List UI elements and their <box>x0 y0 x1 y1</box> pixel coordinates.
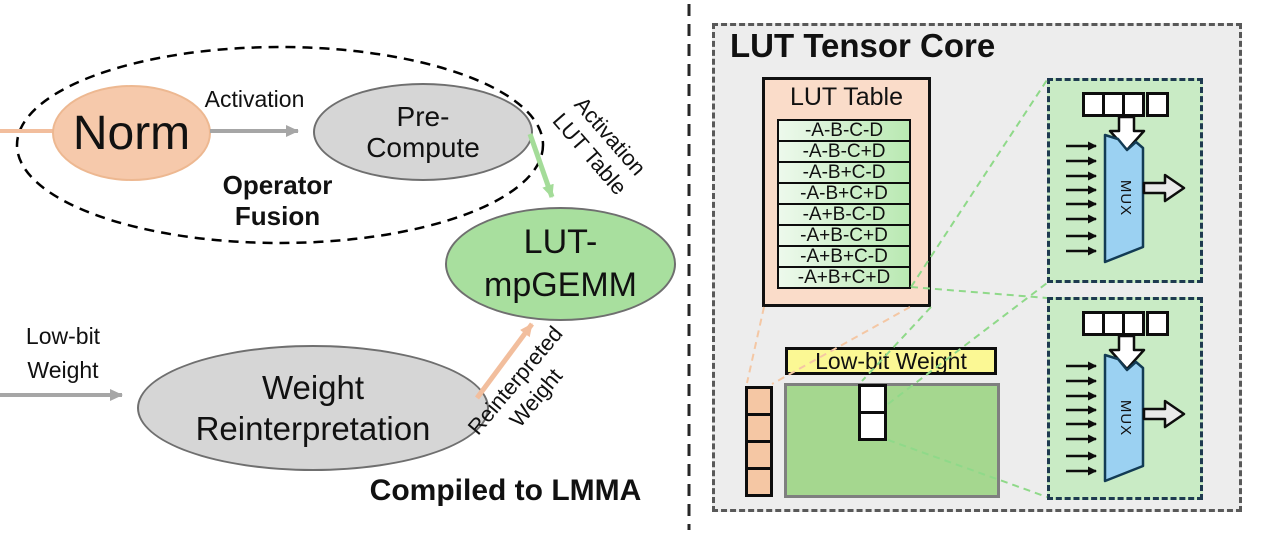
lut-table-row: -A+B-C+D <box>777 224 911 247</box>
activation-cell <box>745 413 773 443</box>
operator-fusion-label: Operator Fusion <box>195 170 360 232</box>
lut-table-row: -A+B+C+D <box>777 266 911 289</box>
low-bit-weight-line1: Low-bit <box>25 323 101 349</box>
lut-table-row: -A-B-C-D <box>777 119 911 142</box>
activation-cell <box>745 467 773 497</box>
low-bit-weight-line2: Weight <box>27 357 99 383</box>
lut-mpgemm-line2: mpGEMM <box>484 266 637 304</box>
lut-mpgemm-line1: LUT- <box>523 223 598 261</box>
norm-label: Norm <box>72 106 191 160</box>
operator-fusion-line2: Fusion <box>234 201 321 231</box>
lut-table-row: -A-B-C+D <box>777 140 911 163</box>
activation-label: Activation <box>204 86 305 112</box>
low-bit-weight-input-label: Low-bit Weight <box>8 319 118 387</box>
lut-table-rows: -A-B-C-D -A-B-C+D -A-B+C-D -A-B+C+D -A+B… <box>777 119 911 289</box>
pre-compute-line2: Compute <box>366 132 480 163</box>
pre-compute-line1: Pre- <box>396 101 450 132</box>
register-cell <box>1146 92 1169 117</box>
operator-fusion-line1: Operator <box>222 170 333 200</box>
panel-title: LUT Tensor Core <box>730 27 996 64</box>
norm-node: Norm <box>52 85 211 181</box>
lut-table-title: LUT Table <box>789 83 904 111</box>
lut-table-row: -A+B-C-D <box>777 203 911 226</box>
weight-element <box>858 411 887 441</box>
lut-table-row: -A-B+C+D <box>777 182 911 205</box>
weight-reinterpretation-line1: Weight <box>261 369 365 406</box>
register-cell <box>1122 92 1145 117</box>
weight-element <box>858 384 887 414</box>
activation-lut-table-label: Activation LUT Table <box>527 67 673 223</box>
mux2-label: MUX <box>1117 399 1134 437</box>
mux2-select-registers <box>1082 311 1169 336</box>
weight-element-pair <box>858 384 887 441</box>
register-cell <box>1122 311 1145 336</box>
activation-cell <box>745 440 773 470</box>
activation-lut-table-arrow <box>527 133 555 198</box>
activation-cell <box>745 386 773 416</box>
activation-vector <box>745 386 773 497</box>
lut-table-row: -A+B+C-D <box>777 245 911 268</box>
weight-reinterpretation-node: Weight Reinterpretation <box>137 345 489 471</box>
compiled-to-lmma-label: Compiled to LMMA <box>369 474 642 507</box>
pre-compute-node: Pre- Compute <box>313 83 533 181</box>
register-cell <box>1146 311 1169 336</box>
mux1-label: MUX <box>1117 179 1134 217</box>
weight-reinterpretation-line2: Reinterpretation <box>195 410 431 447</box>
low-bit-weight-tag: Low-bit Weight <box>785 347 997 375</box>
lut-table-row: -A-B+C-D <box>777 161 911 184</box>
weight-matrix <box>784 383 1000 498</box>
mux1-select-registers <box>1082 92 1169 117</box>
